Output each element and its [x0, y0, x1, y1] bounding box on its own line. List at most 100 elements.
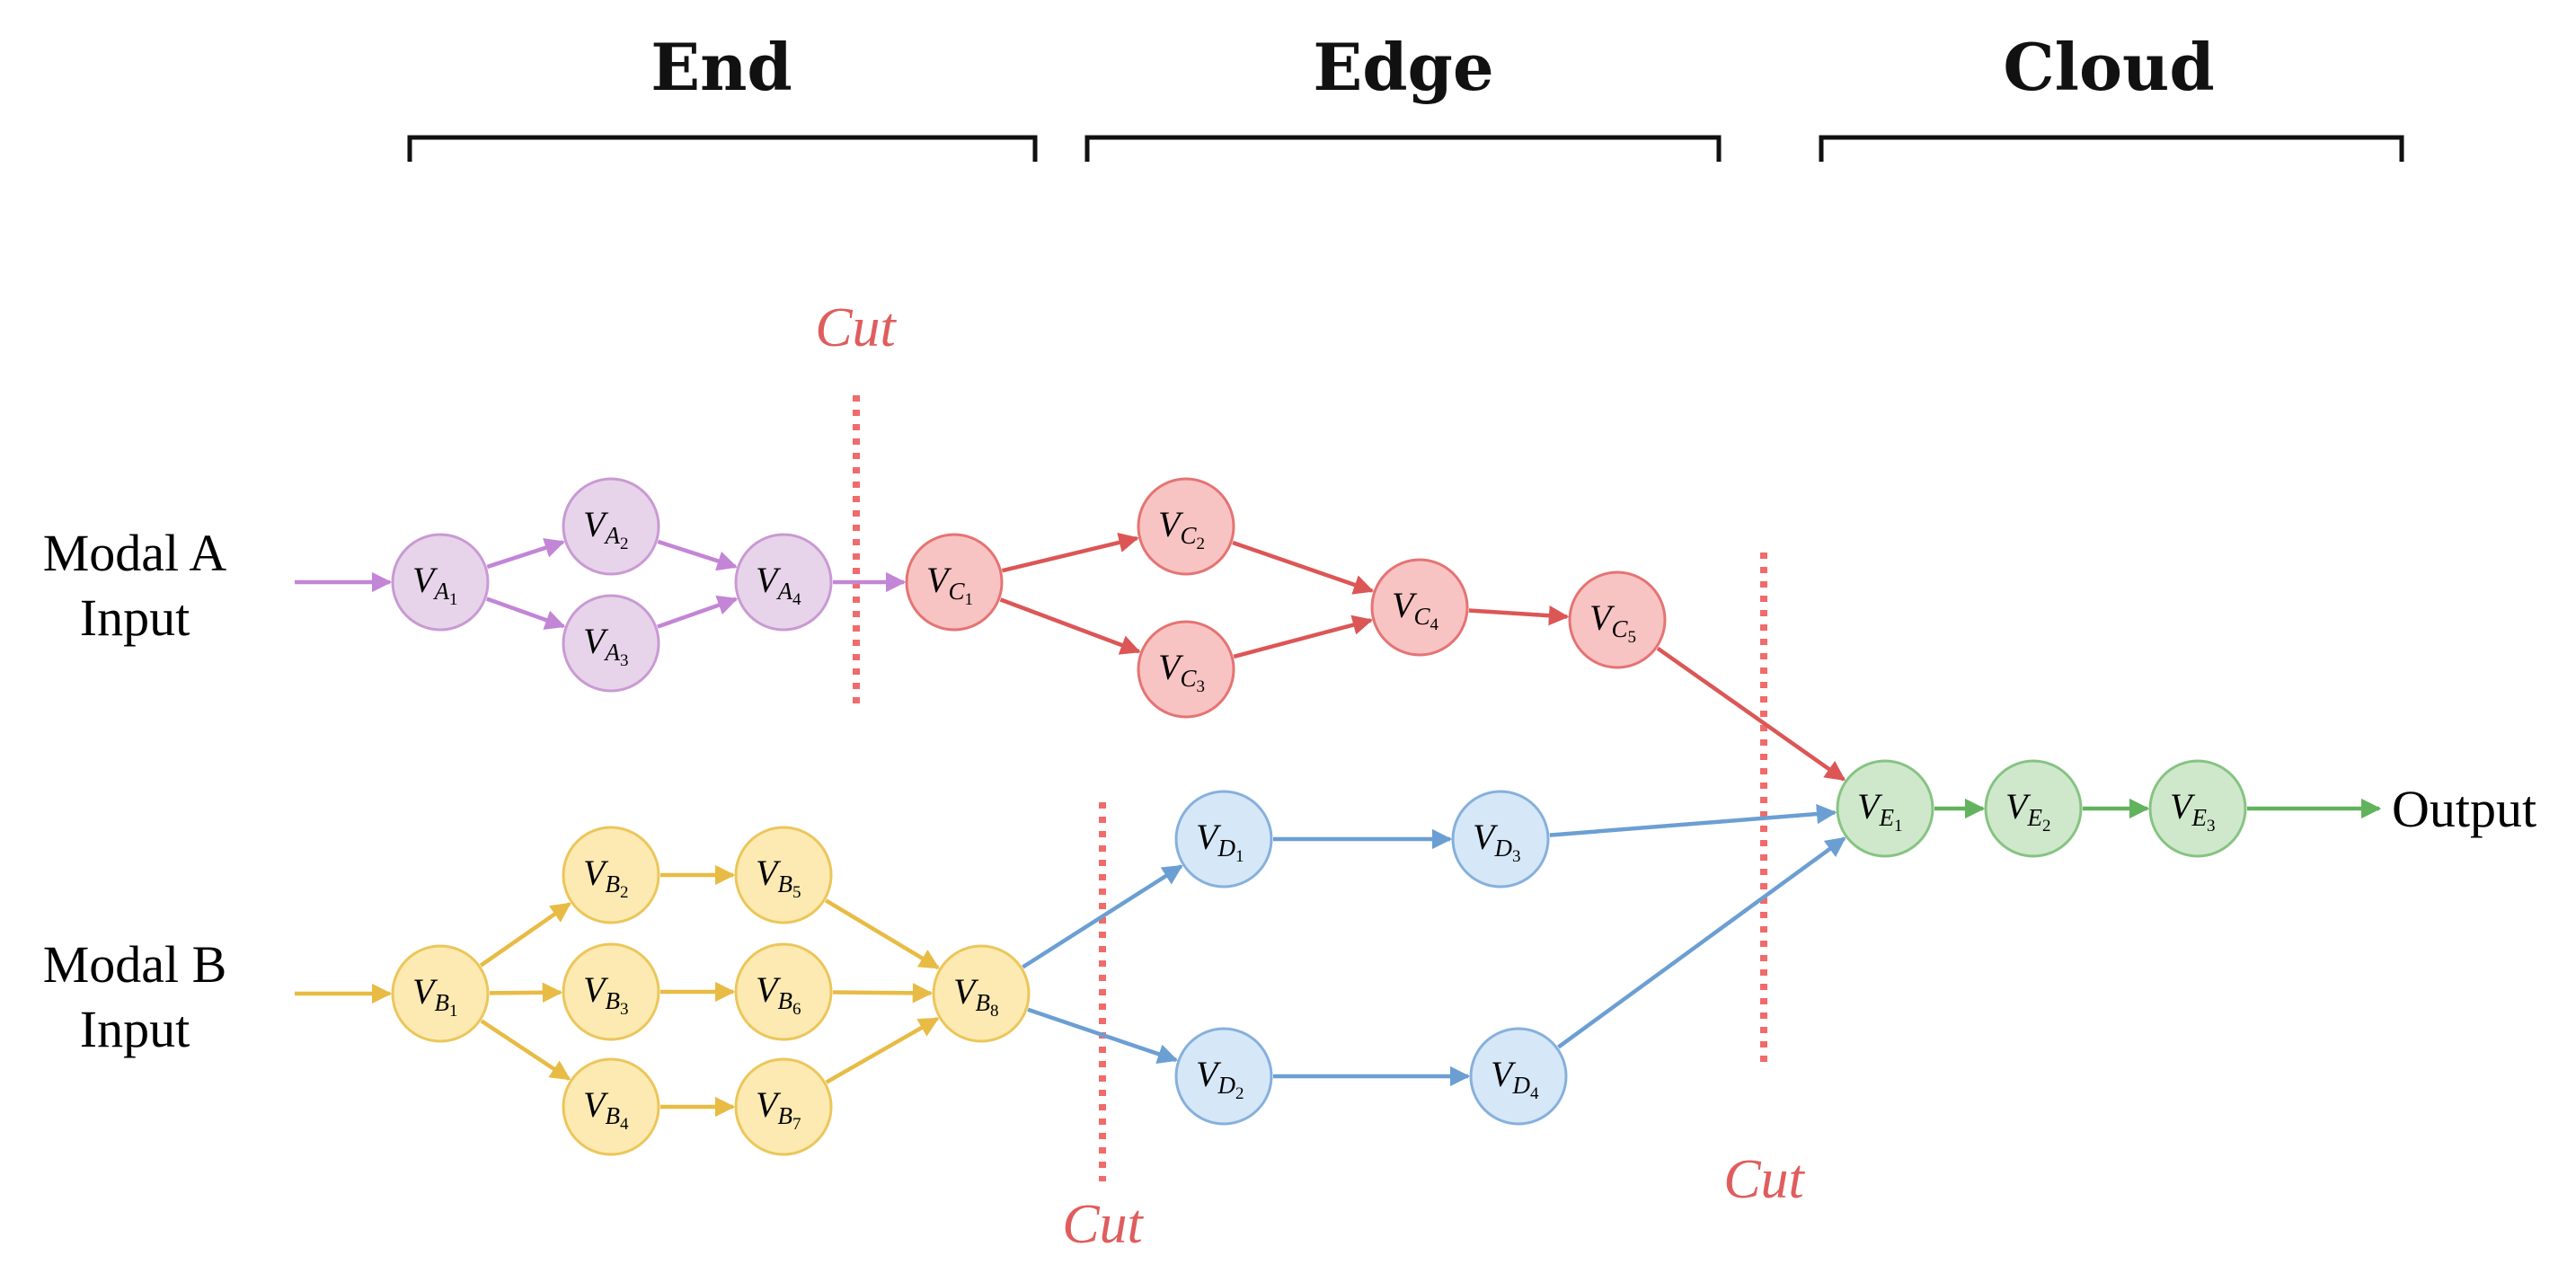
tier-title-end: End	[651, 29, 792, 105]
node-a3: VA3	[562, 594, 660, 693]
node-label: VB4	[583, 1084, 629, 1134]
node-e3: VE3	[2148, 759, 2247, 858]
node-label: VB6	[756, 969, 801, 1019]
node-circle	[734, 826, 833, 924]
node-label: VB3	[583, 969, 628, 1019]
node-c2: VC2	[1137, 477, 1235, 576]
edge-b1-to-b2	[479, 902, 571, 968]
cut-label-bottom-left: Cut	[1062, 1194, 1144, 1255]
edge-b8-to-d1	[1022, 864, 1183, 969]
node-d3: VD3	[1451, 790, 1550, 889]
node-label: VA3	[583, 621, 628, 670]
cut-label-bottom-right: Cut	[1723, 1149, 1805, 1210]
node-circle	[391, 944, 490, 1043]
node-b8: VB8	[932, 944, 1031, 1043]
node-circle	[562, 826, 660, 924]
node-label: VE3	[2170, 786, 2215, 836]
node-circle	[905, 533, 1004, 632]
node-b6: VB6	[734, 942, 833, 1041]
edge-b1-to-b4	[480, 1019, 571, 1081]
node-c5: VC5	[1568, 570, 1667, 669]
node-circle	[1174, 1027, 1273, 1126]
node-label: VB1	[412, 971, 457, 1021]
node-label: VA4	[756, 560, 801, 609]
node-b7: VB7	[734, 1057, 833, 1156]
node-circle	[1984, 759, 2083, 858]
node-e2: VE2	[1984, 759, 2083, 858]
node-c1: VC1	[905, 533, 1004, 632]
edge-c3-to-c4	[1233, 614, 1374, 659]
edge-c5-to-e1	[1656, 646, 1846, 782]
node-label: VD2	[1196, 1054, 1244, 1103]
node-label: VA1	[412, 560, 457, 609]
node-circle	[391, 533, 490, 632]
modal-b-input-label-line1: Modal B	[43, 935, 227, 994]
node-circle	[562, 594, 660, 693]
edge-c2-to-c4	[1232, 540, 1375, 595]
node-circle	[1137, 477, 1235, 576]
node-circle	[562, 942, 660, 1041]
node-label: VC2	[1158, 504, 1205, 553]
edges-layer	[295, 532, 2382, 1118]
edge-b8-to-d2	[1027, 1007, 1179, 1065]
node-d4: VD4	[1469, 1027, 1568, 1126]
edge-b7-to-b8	[825, 1016, 940, 1084]
edge-b5-to-b8	[825, 898, 940, 970]
node-circle	[1451, 790, 1550, 889]
node-label: VB2	[583, 853, 628, 902]
tier-title-edge: Edge	[1313, 29, 1493, 105]
edge-d4-to-e1	[1557, 836, 1846, 1049]
tier-bracket-edge	[1084, 135, 1722, 162]
node-label: VB5	[756, 853, 801, 902]
node-a4: VA4	[734, 533, 833, 632]
edge-b6-to-b8	[832, 983, 934, 1003]
node-a2: VA2	[562, 477, 660, 576]
node-d1: VD1	[1174, 790, 1273, 889]
modal-a-input-label-line1: Modal A	[43, 524, 227, 582]
node-circle	[1469, 1027, 1568, 1126]
node-e1: VE1	[1836, 759, 1934, 858]
node-label: VD1	[1196, 817, 1244, 866]
cut-label-top: Cut	[815, 297, 897, 358]
edge-c1-to-c2	[1001, 532, 1139, 573]
node-label: VE1	[1857, 786, 1902, 836]
edge-c4-to-c5	[1468, 605, 1570, 626]
edge-d3-to-e1	[1549, 803, 1837, 837]
node-circle	[734, 1057, 833, 1156]
node-label: VC5	[1589, 597, 1636, 647]
node-label: VC1	[926, 560, 973, 609]
node-b4: VB4	[562, 1057, 660, 1156]
node-circle	[1137, 620, 1235, 719]
edge-a3-to-a4	[657, 595, 739, 629]
node-circle	[734, 533, 833, 632]
node-label: VA2	[583, 504, 628, 553]
tier-bracket-end	[407, 135, 1038, 162]
node-label: VE2	[2005, 786, 2050, 836]
node-circle	[1174, 790, 1273, 889]
node-label: VC3	[1158, 647, 1205, 696]
node-label: VD3	[1473, 817, 1520, 866]
node-circle	[562, 477, 660, 576]
tier-title-cloud: Cloud	[2003, 29, 2214, 105]
node-b5: VB5	[734, 826, 833, 924]
tier-bracket-cloud	[1819, 135, 2404, 162]
edge-b1-to-b3	[489, 982, 563, 1003]
node-label: VC4	[1392, 585, 1438, 634]
node-b3: VB3	[562, 942, 660, 1041]
node-label: VD4	[1491, 1054, 1539, 1103]
edge-a1-to-a3	[486, 597, 566, 630]
modal-a-input-label-line2: Input	[80, 588, 190, 647]
node-label: VB7	[756, 1084, 801, 1134]
output-label: Output	[2392, 780, 2536, 838]
node-circle	[2148, 759, 2247, 858]
node-c3: VC3	[1137, 620, 1235, 719]
node-a1: VA1	[391, 533, 490, 632]
edge-c1-to-c3	[999, 597, 1141, 655]
node-d2: VD2	[1174, 1027, 1273, 1126]
node-circle	[1836, 759, 1934, 858]
edge-a1-to-a2	[486, 537, 565, 570]
modal-b-input-label-line2: Input	[80, 1000, 190, 1058]
node-circle	[1370, 558, 1469, 657]
